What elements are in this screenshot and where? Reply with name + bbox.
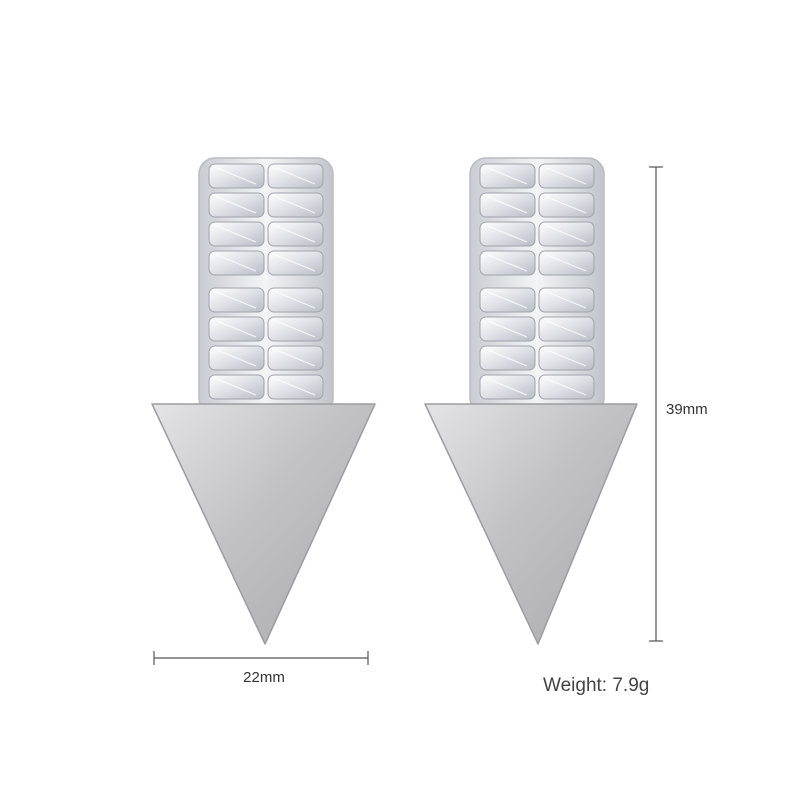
crystal-facet [216, 254, 257, 272]
crystal-facet [546, 378, 587, 396]
crystal-facet [546, 196, 587, 214]
right-crystal-stones [479, 163, 595, 400]
crystal-facet [216, 378, 257, 396]
right-triangle-plate [424, 403, 638, 645]
crystal-facet [216, 225, 257, 243]
crystal-facet [275, 291, 316, 309]
height-dimension-line [649, 166, 663, 642]
width-dimension-line [153, 651, 369, 665]
crystal-facet [216, 291, 257, 309]
crystal-facet [275, 378, 316, 396]
crystal-facet [546, 320, 587, 338]
crystal-facet [487, 291, 528, 309]
crystal-facet [487, 196, 528, 214]
crystal-facet [546, 167, 587, 185]
crystal-facet [487, 254, 528, 272]
crystal-facet [546, 349, 587, 367]
crystal-facet [487, 167, 528, 185]
crystal-facet [487, 320, 528, 338]
crystal-facet [275, 167, 316, 185]
crystal-facet [487, 225, 528, 243]
crystal-facet [216, 167, 257, 185]
crystal-facet [216, 349, 257, 367]
crystal-facet [487, 349, 528, 367]
right-earring [424, 157, 638, 645]
crystal-facet [275, 196, 316, 214]
crystal-facet [487, 378, 528, 396]
crystal-facet [275, 349, 316, 367]
crystal-facet [216, 320, 257, 338]
left-triangle-plate [151, 403, 376, 645]
width-label: 22mm [243, 669, 285, 686]
left-earring [151, 157, 376, 645]
crystal-facet [275, 320, 316, 338]
left-crystal-stones [208, 163, 324, 400]
crystal-facet [275, 254, 316, 272]
crystal-facet [275, 225, 316, 243]
weight-label: Weight: 7.9g [543, 675, 650, 696]
crystal-facet [546, 225, 587, 243]
crystal-facet [546, 254, 587, 272]
height-label: 39mm [666, 401, 708, 418]
crystal-facet [216, 196, 257, 214]
crystal-facet [546, 291, 587, 309]
